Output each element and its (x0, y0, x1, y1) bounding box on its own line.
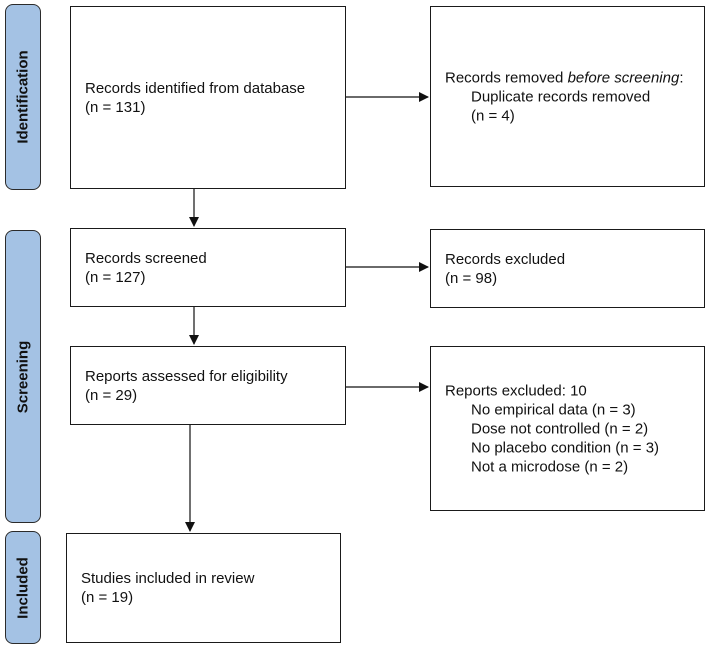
exclusion-reason: No empirical data (n = 3) (471, 401, 636, 418)
records-excluded-text: Records excluded (445, 250, 566, 268)
phase-screening: Screening (5, 230, 41, 523)
exclusion-reason: Dose not controlled (n = 2) (471, 420, 649, 437)
exclusion-reason: No placebo condition (n = 3) (471, 439, 660, 456)
records-screened-count: (n = 127) (85, 268, 146, 286)
reports-excluded-box: Reports excluded: 10 No empirical data (… (430, 346, 705, 511)
records-identified-count: (n = 131) (85, 98, 146, 116)
records-excluded-box: Records excluded (n = 98) (430, 229, 705, 308)
studies-included-box: Studies included in review (n = 19) (66, 533, 341, 643)
records-removed-title: Records removed before screening: (445, 68, 698, 87)
studies-included-count: (n = 19) (81, 589, 134, 606)
records-removed-count: (n = 4) (471, 107, 515, 124)
records-removed-box: Records removed before screening: Duplic… (430, 6, 705, 187)
records-excluded-count: (n = 98) (445, 269, 498, 287)
records-screened-text: Records screened (85, 249, 207, 267)
records-removed-title-italic: before screening (567, 69, 680, 86)
reports-assessed-box: Reports assessed for eligibility (n = 29… (70, 346, 346, 425)
exclusion-reason: Not a microdose (n = 2) (471, 458, 629, 475)
records-screened-box: Records screened (n = 127) (70, 228, 346, 307)
records-removed-title-suffix: : (679, 69, 684, 86)
reports-assessed-count: (n = 29) (85, 386, 138, 404)
reports-excluded-title: Reports excluded: 10 (445, 382, 587, 399)
reports-assessed-text: Reports assessed for eligibility (85, 367, 288, 385)
records-identified-box: Records identified from database (n = 13… (70, 6, 346, 189)
phase-identification: Identification (5, 4, 41, 190)
records-identified-text: Records identified from database (85, 79, 306, 97)
phase-included: Included (5, 531, 41, 644)
studies-included-text: Studies included in review (81, 570, 255, 587)
records-removed-item: Duplicate records removed (471, 88, 651, 105)
records-removed-title-prefix: Records removed (445, 69, 568, 86)
